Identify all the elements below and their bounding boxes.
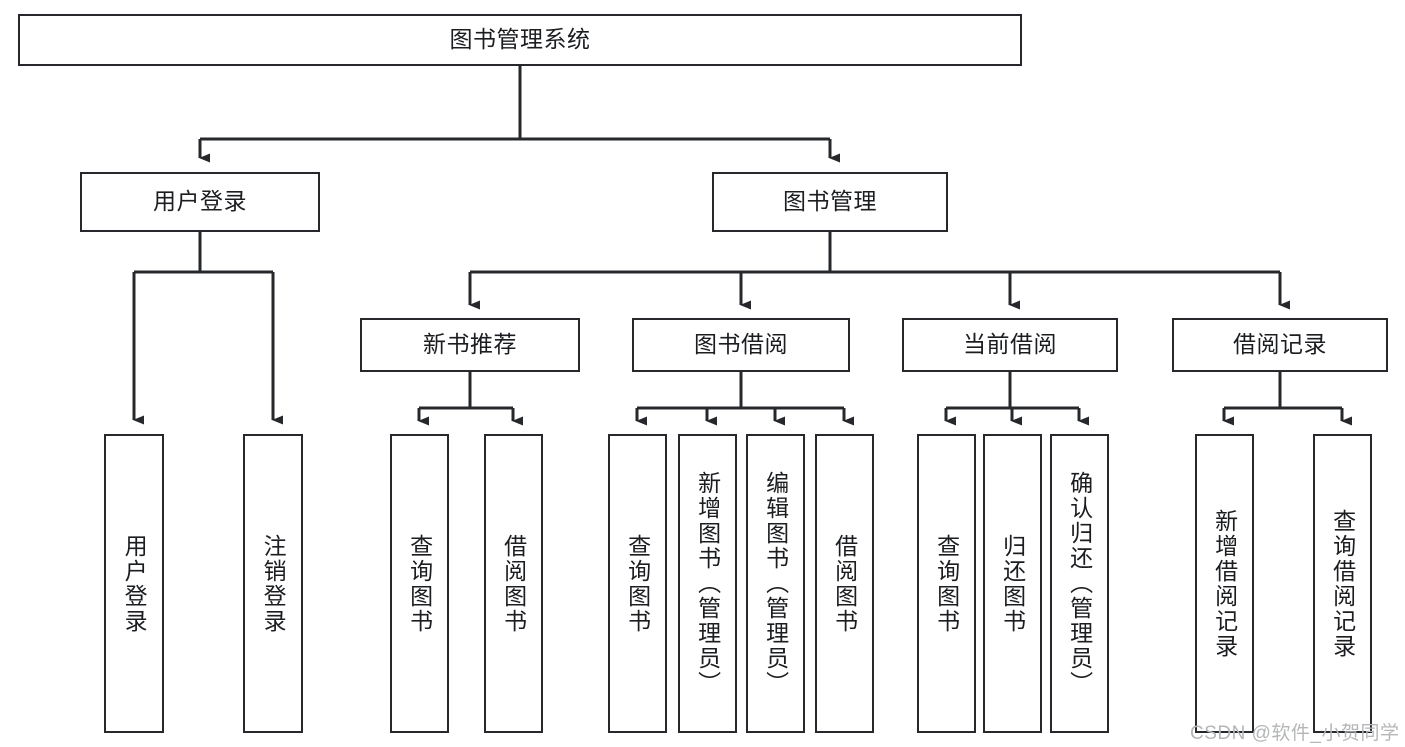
leaf-user-login[interactable]: 用户登录	[104, 434, 164, 733]
leaf-query-book-rec-label: 查询图书	[406, 533, 433, 634]
leaf-return-book[interactable]: 归还图书	[983, 434, 1042, 733]
node-new-book-recommend[interactable]: 新书推荐	[360, 318, 580, 372]
leaf-return-book-label: 归还图书	[999, 533, 1026, 634]
leaf-user-logout-label: 注销登录	[260, 533, 287, 634]
leaf-query-borrow-record-label: 查询借阅记录	[1329, 508, 1356, 659]
leaf-query-borrow-record[interactable]: 查询借阅记录	[1313, 434, 1372, 733]
node-book-borrow-label: 图书借阅	[694, 331, 788, 358]
leaf-borrow-book-label: 借阅图书	[831, 533, 858, 634]
node-root[interactable]: 图书管理系统	[18, 14, 1022, 66]
leaf-query-book-borrow[interactable]: 查询图书	[608, 434, 667, 733]
leaf-query-book-rec[interactable]: 查询图书	[390, 434, 449, 733]
leaf-add-borrow-record[interactable]: 新增借阅记录	[1195, 434, 1254, 733]
leaf-user-login-label: 用户登录	[121, 533, 148, 634]
node-user-login-label: 用户登录	[153, 188, 247, 215]
node-new-book-recommend-label: 新书推荐	[423, 331, 517, 358]
leaf-edit-book-admin-label: 编辑图书（管理员）	[762, 471, 789, 696]
leaf-borrow-book[interactable]: 借阅图书	[815, 434, 874, 733]
leaf-borrow-book-rec[interactable]: 借阅图书	[484, 434, 543, 733]
leaf-add-borrow-record-label: 新增借阅记录	[1211, 508, 1238, 659]
node-book-manage-label: 图书管理	[783, 188, 877, 215]
leaf-add-book-admin-label: 新增图书（管理员）	[694, 471, 721, 696]
leaf-confirm-return-admin-label: 确认归还（管理员）	[1066, 471, 1093, 696]
leaf-query-book-borrow-label: 查询图书	[624, 533, 651, 634]
node-current-borrow[interactable]: 当前借阅	[902, 318, 1118, 372]
leaf-user-logout[interactable]: 注销登录	[243, 434, 303, 733]
leaf-add-book-admin[interactable]: 新增图书（管理员）	[678, 434, 737, 733]
leaf-borrow-book-rec-label: 借阅图书	[500, 533, 527, 634]
leaf-edit-book-admin[interactable]: 编辑图书（管理员）	[746, 434, 805, 733]
leaf-confirm-return-admin[interactable]: 确认归还（管理员）	[1050, 434, 1109, 733]
node-book-borrow[interactable]: 图书借阅	[632, 318, 850, 372]
node-current-borrow-label: 当前借阅	[963, 331, 1057, 358]
node-user-login[interactable]: 用户登录	[80, 172, 320, 232]
node-book-manage[interactable]: 图书管理	[712, 172, 948, 232]
leaf-query-book-cur-label: 查询图书	[933, 533, 960, 634]
node-root-label: 图书管理系统	[449, 26, 591, 53]
watermark: CSDN @软件_小贺同学	[1190, 723, 1400, 744]
node-borrow-record[interactable]: 借阅记录	[1172, 318, 1388, 372]
node-borrow-record-label: 借阅记录	[1233, 331, 1327, 358]
leaf-query-book-cur[interactable]: 查询图书	[917, 434, 976, 733]
